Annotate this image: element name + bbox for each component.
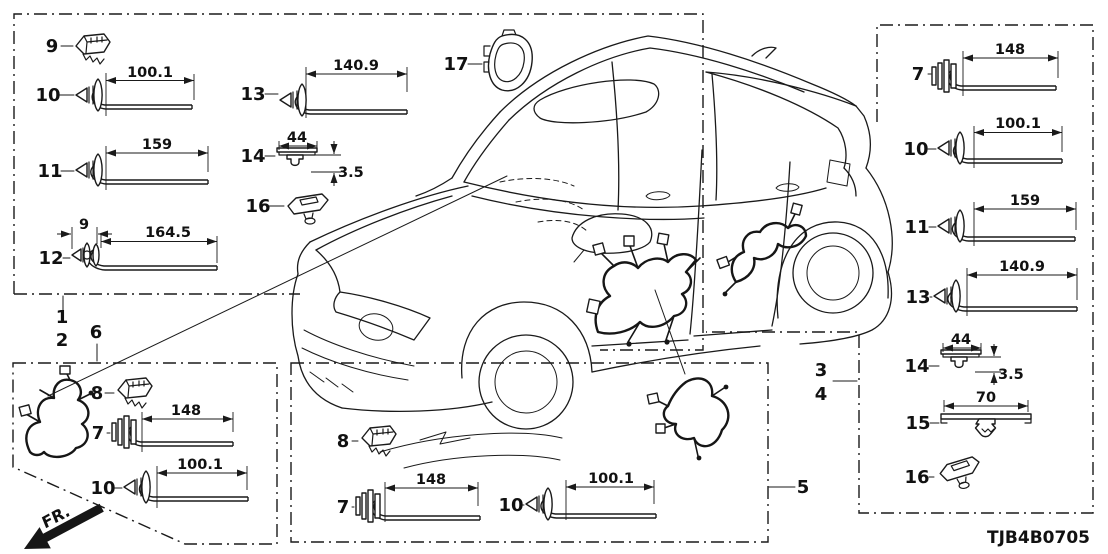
callout-14: 14 — [904, 356, 929, 377]
part-12-fastener: 12 9 164.5 — [38, 217, 218, 271]
region-label-5: 5 — [797, 477, 810, 498]
callout-11: 11 — [37, 161, 62, 182]
callout-11: 11 — [904, 217, 929, 238]
callout-13: 13 — [905, 287, 930, 308]
part-13-fastener: 13 140.9 — [905, 259, 1078, 316]
leader-line-to-bottom-left-harness — [47, 175, 508, 397]
part-10-fastener: 10 100.1 — [35, 65, 195, 116]
part-7-fastener: 7 148 — [912, 42, 1059, 96]
box-bottom-middle-parts: 8 7 148 10 100.1 — [337, 377, 730, 523]
dim-label: 140.9 — [999, 259, 1045, 275]
vehicle-illustration — [291, 35, 893, 469]
dim-label: 44 — [951, 332, 971, 348]
dim-label: 70 — [976, 390, 996, 406]
part-7-fastener: 7 148 — [92, 403, 234, 452]
callout-7: 7 — [92, 423, 105, 444]
region-label-3: 3 — [815, 360, 828, 381]
callout-7: 7 — [912, 64, 925, 85]
part-7-fastener: 7 148 — [337, 472, 481, 523]
front-door-harness — [585, 232, 701, 347]
callout-16: 16 — [904, 467, 929, 488]
part-9-clip: 9 — [46, 33, 111, 65]
callout-16: 16 — [245, 196, 270, 217]
part-11-fastener: 11 159 — [904, 193, 1077, 246]
rear-door-harness — [716, 202, 808, 297]
callout-15: 15 — [905, 413, 930, 434]
dim-label: 164.5 — [145, 225, 191, 241]
callout-8: 8 — [91, 383, 104, 404]
dim-label: 44 — [287, 130, 307, 146]
part-13-fastener: 13 140.9 — [240, 58, 408, 118]
sub-harness — [18, 365, 94, 459]
part-15-clip: 15 70 — [905, 390, 1032, 438]
part-8-clip: 8 — [337, 425, 397, 457]
callout-10: 10 — [90, 478, 115, 499]
box-bottom-middle — [290, 362, 769, 543]
part-16-clip: 16 — [245, 193, 329, 225]
region-label-6: 6 — [90, 322, 103, 343]
leader-line-to-bottom-middle-harness — [654, 289, 686, 375]
part-14-clip: 14 44 3.5 — [904, 332, 1024, 385]
dim-label: 100.1 — [127, 65, 173, 81]
region-label-2: 2 — [56, 330, 69, 351]
part-14-clip: 14 44 3.5 — [240, 130, 364, 186]
dim-label: 148 — [171, 403, 201, 419]
part-17-grommet: 17 — [443, 29, 533, 92]
part-10-fastener: 10 100.1 — [903, 116, 1063, 168]
dim-label: 159 — [1010, 193, 1040, 209]
callout-13: 13 — [240, 84, 265, 105]
sub-harness — [646, 377, 730, 461]
dim-label: 100.1 — [995, 116, 1041, 132]
callout-7: 7 — [337, 497, 350, 518]
callout-9: 9 — [46, 36, 59, 57]
box-top-left — [13, 13, 704, 351]
part-10-fastener: 10 100.1 — [90, 457, 249, 508]
dim-label: 9 — [79, 217, 89, 233]
box-top-left-parts: 9 10 100.1 11 159 12 — [35, 29, 533, 271]
dim-label: 159 — [142, 137, 172, 153]
region-label-4: 4 — [815, 384, 828, 405]
callout-10: 10 — [903, 139, 928, 160]
box-top-right — [706, 24, 1094, 514]
part-11-fastener: 11 159 — [37, 137, 209, 190]
part-10-fastener: 10 100.1 — [498, 471, 657, 521]
callout-10: 10 — [35, 85, 60, 106]
dim-label: 100.1 — [588, 471, 634, 487]
dim-label: 148 — [416, 472, 446, 488]
fr-direction-arrow: FR. — [24, 501, 104, 549]
box-top-right-parts: 7 148 10 100.1 11 159 — [903, 42, 1078, 493]
part-16-clip: 16 — [904, 455, 984, 493]
callout-12: 12 — [38, 248, 63, 269]
dim-label: 3.5 — [998, 367, 1024, 383]
dim-label: 100.1 — [177, 457, 223, 473]
figure-code: TJB4B0705 — [987, 528, 1090, 548]
region-label-1: 1 — [56, 307, 69, 328]
dim-label: 140.9 — [333, 58, 379, 74]
callout-8: 8 — [337, 431, 350, 452]
dim-label: 3.5 — [338, 165, 364, 181]
box-bottom-left-parts: 8 7 148 10 100.1 — [18, 365, 249, 508]
callout-10: 10 — [498, 495, 523, 516]
callout-14: 14 — [240, 146, 265, 167]
callout-17: 17 — [443, 54, 468, 75]
part-8-clip: 8 — [91, 377, 153, 409]
dim-label: 148 — [995, 42, 1025, 58]
region-callouts: 1 2 6 3 4 5 — [56, 295, 858, 498]
box-bottom-left — [12, 362, 278, 545]
